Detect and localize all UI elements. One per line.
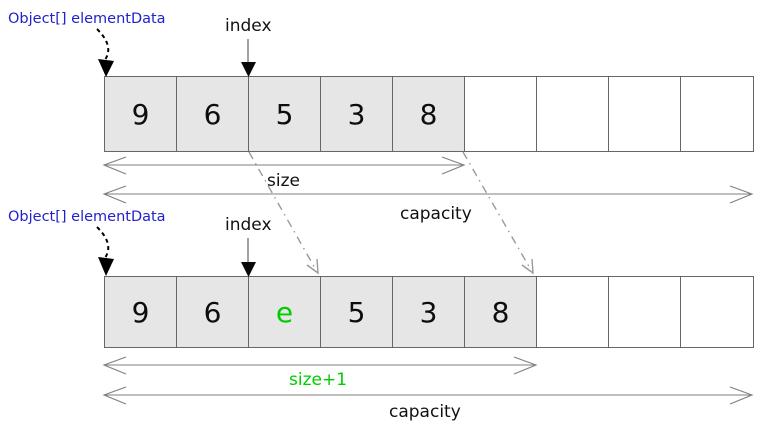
array-cell-inserted: e [249, 277, 321, 347]
array-cell-empty [609, 77, 681, 151]
index-arrow-bottom-icon [241, 238, 256, 277]
elementdata-label-top: Object[] elementData [8, 11, 166, 27]
pointer-arrow-top-icon [96, 28, 114, 77]
array-cell: 8 [465, 277, 537, 347]
shift-arrow-end-icon [462, 151, 534, 275]
array-before-insert: 9 6 5 3 8 [104, 76, 754, 152]
array-cell-empty [681, 277, 753, 347]
array-cell: 9 [105, 277, 177, 347]
array-cell: 8 [393, 77, 465, 151]
size-label-top: size [267, 171, 300, 191]
array-cell: 6 [177, 77, 249, 151]
array-cell: 9 [105, 77, 177, 151]
capacity-label-top: capacity [400, 204, 472, 224]
array-cell: 3 [393, 277, 465, 347]
index-label-top: index [225, 16, 272, 36]
elementdata-label-bottom: Object[] elementData [8, 209, 166, 225]
size-plus-one-label: size+1 [289, 370, 348, 390]
array-after-insert: 9 6 e 5 3 8 [104, 276, 754, 348]
array-cell-empty [681, 77, 753, 151]
pointer-arrow-bottom-icon [96, 226, 114, 276]
capacity-label-bottom: capacity [389, 402, 461, 422]
array-cell: 6 [177, 277, 249, 347]
array-cell-empty [537, 277, 609, 347]
capacity-extent-arrow-top-icon [102, 185, 754, 204]
array-cell: 5 [249, 77, 321, 151]
index-arrow-top-icon [241, 39, 256, 77]
array-cell-empty [465, 77, 537, 151]
array-cell: 5 [321, 277, 393, 347]
array-cell: 3 [321, 77, 393, 151]
array-cell-empty [609, 277, 681, 347]
array-cell-empty [537, 77, 609, 151]
index-label-bottom: index [225, 215, 272, 235]
